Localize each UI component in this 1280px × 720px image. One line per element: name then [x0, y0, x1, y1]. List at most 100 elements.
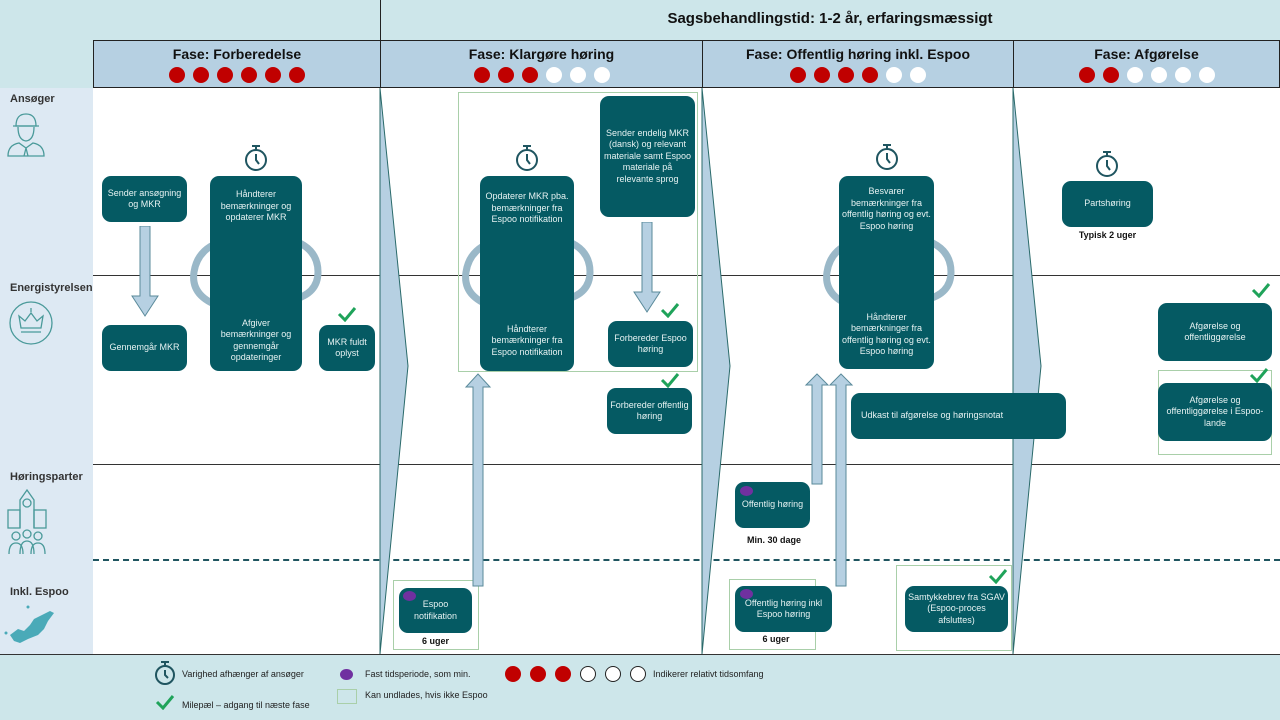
phase-dots: [94, 67, 380, 83]
phase-dots: [1014, 67, 1279, 83]
fixed-period-marker: [740, 589, 753, 599]
lane-label-ansoeger: Ansøger: [10, 93, 55, 105]
filled-time-dot: [193, 67, 209, 83]
arrow-up: [804, 373, 830, 485]
empty-time-dot: [580, 666, 596, 682]
legend-optional-swatch: [337, 689, 357, 704]
lane-divider: [93, 464, 1280, 465]
empty-time-dot: [593, 67, 610, 83]
filled-time-dot: [1078, 67, 1095, 83]
phase-header-klargoere: Fase: Klargøre høring: [380, 40, 703, 88]
phase-chevron: [379, 88, 409, 654]
arrow-down: [131, 226, 159, 317]
optional-espoo-frame: [896, 565, 1012, 651]
empty-time-dot: [1198, 67, 1215, 83]
empty-time-dot: [1174, 67, 1191, 83]
phase-title: Fase: Afgørelse: [1094, 46, 1199, 62]
box-opdaterer-mkr-espoo[interactable]: Opdaterer MKR pba. bemærkninger fra Espo…: [480, 176, 574, 241]
legend-milestone-label: Milepæl – adgang til næste fase: [182, 700, 310, 710]
filled-time-dot: [265, 67, 281, 83]
milestone-check-icon: [337, 307, 357, 322]
duration-note: 6 uger: [421, 636, 449, 646]
legend-divider: [0, 654, 1280, 655]
phase-title: Fase: Forberedelse: [172, 46, 302, 62]
fixed-period-marker: [740, 486, 753, 496]
box-afgiver-bemaerkninger[interactable]: Afgiver bemærkninger og gennemgår opdate…: [210, 310, 302, 371]
espoo-divider: [93, 559, 1280, 561]
milestone-check-icon: [1249, 368, 1269, 383]
filled-time-dot: [530, 666, 546, 682]
duration-note: Typisk 2 uger: [1078, 230, 1137, 240]
legend-relative-dots: [505, 666, 646, 682]
box-samtykkebrev[interactable]: Samtykkebrev fra SGAV (Espoo-proces afsl…: [905, 586, 1008, 632]
box-afgoerelse[interactable]: Afgørelse og offentliggørelse: [1158, 303, 1272, 361]
box-espoo-notifikation[interactable]: Espoo notifikation: [399, 588, 472, 633]
box-partshoering[interactable]: Partshøring: [1062, 181, 1153, 227]
box-haandterer-espoo[interactable]: Håndterer bemærkninger fra Espoo notifik…: [480, 311, 574, 371]
stopwatch-icon: [1096, 151, 1118, 177]
filled-time-dot: [289, 67, 305, 83]
arrow-up: [828, 373, 854, 587]
lane-label-hoeringsparter: Høringsparter: [10, 471, 83, 483]
box-gennemgaar-mkr[interactable]: Gennemgår MKR: [102, 325, 187, 371]
box-forbereder-espoo[interactable]: Forbereder Espoo høring: [608, 321, 693, 367]
phase-chevron: [1012, 88, 1042, 654]
duration-note: 6 uger: [762, 634, 790, 644]
optional-espoo-frame: [458, 92, 698, 372]
phase-header-afgoerelse: Fase: Afgørelse: [1013, 40, 1280, 88]
box-udkast[interactable]: Udkast til afgørelse og høringsnotat: [851, 393, 1066, 439]
stopwatch-icon: [155, 661, 175, 685]
box-haandterer-opdaterer[interactable]: Håndterer bemærkninger og opdaterer MKR: [210, 176, 302, 236]
empty-time-dot: [630, 666, 646, 682]
lane-column: [0, 88, 93, 654]
optional-espoo-frame: [393, 580, 479, 650]
filled-time-dot: [555, 666, 571, 682]
filled-time-dot: [790, 67, 806, 83]
box-afgoerelse-espoo[interactable]: Afgørelse og offentliggørelse i Espoo-la…: [1158, 383, 1272, 441]
filled-time-dot: [505, 666, 521, 682]
filled-time-dot: [814, 67, 830, 83]
box-mkr-fuldt-oplyst[interactable]: MKR fuldt oplyst: [319, 325, 375, 371]
milestone-check-icon: [1251, 283, 1271, 298]
europe-map-icon: [4, 605, 54, 643]
empty-time-dot: [910, 67, 926, 83]
lane-divider: [93, 275, 1280, 276]
box-sender-endelig[interactable]: Sender endelig MKR (dansk) og relevant m…: [600, 96, 695, 217]
filled-time-dot: [473, 67, 490, 83]
box-haandterer-offentlig[interactable]: Håndterer bemærkninger fra offentlig hør…: [839, 300, 934, 369]
phase-title: Fase: Offentlig høring inkl. Espoo: [745, 46, 970, 62]
filled-time-dot: [217, 67, 233, 83]
filled-time-dot: [838, 67, 854, 83]
duration-note: Min. 30 dage: [746, 535, 801, 545]
page-title: Sagsbehandlingstid: 1-2 år, erfaringsmæs…: [667, 10, 993, 27]
box-cycle-body: [210, 236, 302, 310]
phase-header-forberedelse: Fase: Forberedelse: [93, 40, 381, 88]
phase-chevron: [701, 88, 731, 654]
applicant-worker-icon: [7, 113, 45, 157]
phase-title: Fase: Klargøre høring: [468, 46, 615, 62]
legend-timer-label: Varighed afhænger af ansøger: [182, 669, 304, 679]
building-people-icon: [7, 488, 47, 555]
empty-time-dot: [1150, 67, 1167, 83]
fixed-period-marker: [403, 591, 416, 601]
phase-dots: [703, 67, 1013, 83]
empty-time-dot: [886, 67, 902, 83]
filled-time-dot: [497, 67, 514, 83]
filled-time-dot: [1102, 67, 1119, 83]
arrow-down: [633, 222, 661, 313]
filled-time-dot: [521, 67, 538, 83]
filled-time-dot: [241, 67, 257, 83]
box-besvarer[interactable]: Besvarer bemærkninger fra offentlig høri…: [839, 176, 934, 242]
filled-time-dot: [862, 67, 878, 83]
lane-label-energistyrelsen: Energistyrelsen: [10, 282, 93, 294]
box-forbereder-offentlig[interactable]: Forbereder offentlig høring: [607, 388, 692, 434]
stopwatch-icon: [245, 145, 267, 171]
milestone-check-icon: [988, 569, 1008, 584]
box-cycle-body: [480, 241, 574, 311]
milestone-check-icon: [660, 303, 680, 318]
box-sender-ansoegning[interactable]: Sender ansøgning og MKR: [102, 176, 187, 222]
lane-label-espoo: Inkl. Espoo: [10, 586, 69, 598]
title-bar: [380, 0, 1280, 40]
legend-optional-label: Kan undlades, hvis ikke Espoo: [365, 690, 488, 700]
arrow-up: [464, 373, 492, 587]
